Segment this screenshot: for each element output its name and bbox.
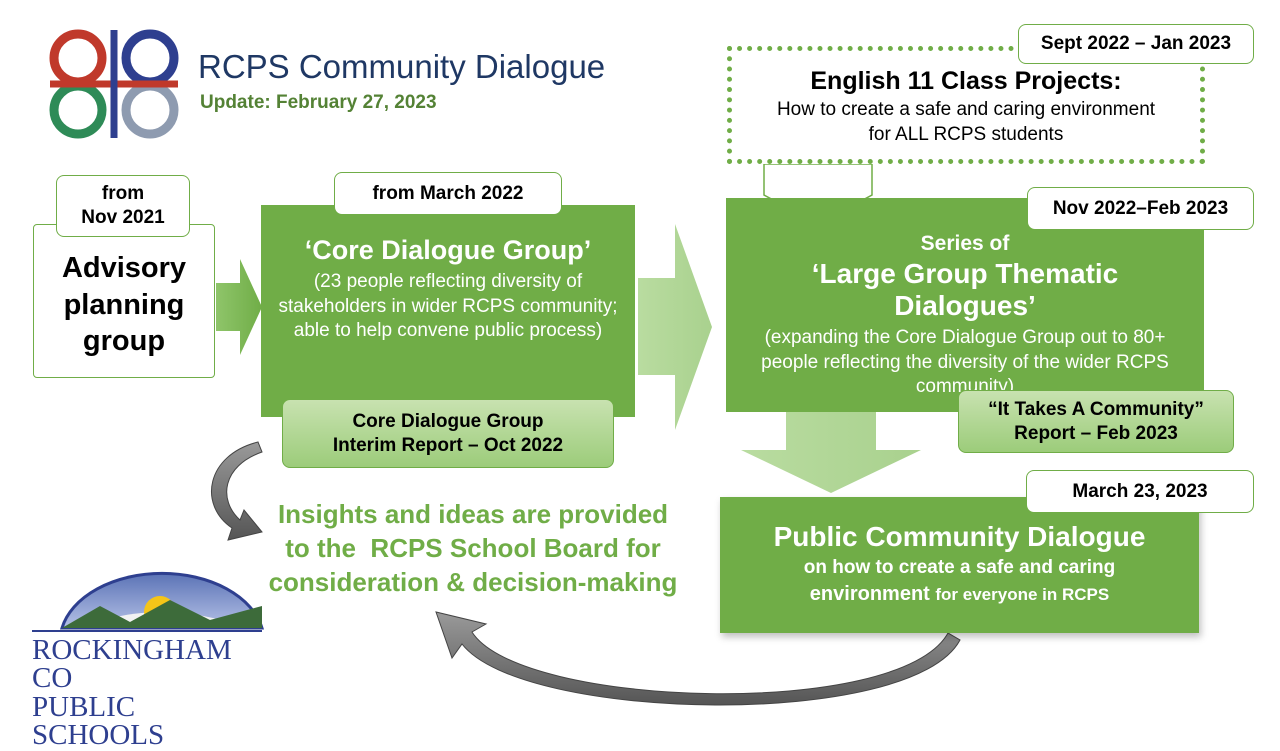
advisory-label-line1: Advisory <box>61 251 187 284</box>
arrow-core-to-large-group <box>638 224 712 430</box>
english-body-line1: How to create a safe and caring environm… <box>776 99 1156 120</box>
curve-arrow-public-to-insights <box>435 611 961 706</box>
large-group-report-line1: “It Takes A Community” <box>988 398 1204 420</box>
advisory-tag-line1: from <box>101 183 145 205</box>
advisory-date-tag: from Nov 2021 <box>56 175 190 237</box>
insights-line2: to the RCPS School Board for <box>285 532 661 563</box>
english-body-line2: for ALL RCPS students <box>868 123 1064 145</box>
page-subtitle: Update: February 27, 2023 <box>200 92 437 113</box>
large-group-box: Series of ‘Large Group Thematic Dialogue… <box>726 198 1204 412</box>
advisory-label-line2: planning <box>63 288 185 321</box>
advisory-box: Advisory planning group <box>33 224 215 378</box>
rcps-knot-logo <box>49 29 179 139</box>
large-group-report-box: “It Takes A Community” Report – Feb 2023 <box>958 390 1234 453</box>
english-heading: English 11 Class Projects: <box>810 67 1122 95</box>
large-group-date-tag: Nov 2022–Feb 2023 <box>1027 187 1254 230</box>
core-report-box: Core Dialogue Group Interim Report – Oct… <box>282 399 614 468</box>
advisory-label-line3: group <box>82 325 166 358</box>
arrow-large-group-to-public <box>741 412 921 493</box>
flow-graphics <box>32 29 961 706</box>
school-logo-text: ROCKINGHAM CO PUBLIC SCHOOLS <box>32 636 262 750</box>
public-body-line2b: for everyone in RCPS <box>935 584 1110 604</box>
page-title: RCPS Community Dialogue <box>198 48 606 85</box>
insights-line3: consideration & decision-making <box>268 566 678 597</box>
english-date-tag: Sept 2022 – Jan 2023 <box>1018 24 1254 64</box>
core-heading: ‘Core Dialogue Group’ <box>304 235 592 265</box>
large-group-heading: ‘Large Group Thematic Dialogues’ <box>811 258 1119 321</box>
core-report-line1: Core Dialogue Group <box>352 410 544 432</box>
insights-text: Insights and ideas are provided to the R… <box>268 498 678 599</box>
core-date-tag: from March 2022 <box>334 172 562 215</box>
public-dialogue-box: Public Community Dialogue on how to crea… <box>720 497 1199 633</box>
core-body: (23 people reflecting diversity of stake… <box>278 271 618 342</box>
large-group-series: Series of <box>920 232 1010 255</box>
insights-line1: Insights and ideas are provided <box>277 499 669 529</box>
public-heading: Public Community Dialogue <box>773 521 1146 552</box>
school-logo-line2: PUBLIC SCHOOLS <box>32 690 165 751</box>
core-report-line2: Interim Report – Oct 2022 <box>332 434 564 456</box>
core-dialogue-box: ‘Core Dialogue Group’ (23 people reflect… <box>261 205 635 417</box>
school-logo-line1: ROCKINGHAM CO <box>32 634 232 695</box>
public-body-line2a: environment <box>809 582 936 605</box>
public-body-line2: environment for everyone in RCPS <box>734 581 1185 608</box>
large-group-body: (expanding the Core Dialogue Group out t… <box>761 327 1169 398</box>
school-logo-emblem <box>32 571 265 632</box>
large-group-report-line2: Report – Feb 2023 <box>1014 422 1178 444</box>
english-projects-box: English 11 Class Projects: How to create… <box>727 46 1205 164</box>
public-body-line1: on how to create a safe and caring <box>803 557 1116 578</box>
advisory-tag-line2: Nov 2021 <box>81 207 165 228</box>
public-date-tag: March 23, 2023 <box>1026 470 1254 513</box>
arrow-advisory-to-core <box>216 259 262 355</box>
curve-arrow-core-to-insights <box>211 441 263 541</box>
